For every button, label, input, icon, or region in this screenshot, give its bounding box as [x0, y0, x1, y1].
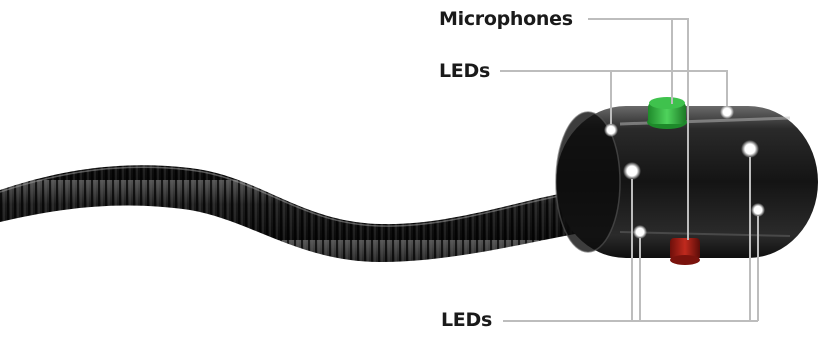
led-bottom-left: [633, 225, 647, 239]
led-top-left: [604, 123, 618, 137]
flexible-hose: [0, 165, 575, 262]
label-leds-top: LEDs: [439, 60, 490, 82]
led-front-left: [623, 162, 641, 180]
led-top-right: [720, 105, 734, 119]
microphone-bottom-cap: [670, 255, 700, 265]
led-front-right: [741, 140, 759, 158]
led-bottom-right: [751, 203, 765, 217]
leader-microphones-top: [588, 19, 672, 104]
label-leds-bottom: LEDs: [441, 309, 492, 331]
microphone-top-cap: [649, 97, 685, 109]
label-microphones: Microphones: [439, 8, 573, 30]
